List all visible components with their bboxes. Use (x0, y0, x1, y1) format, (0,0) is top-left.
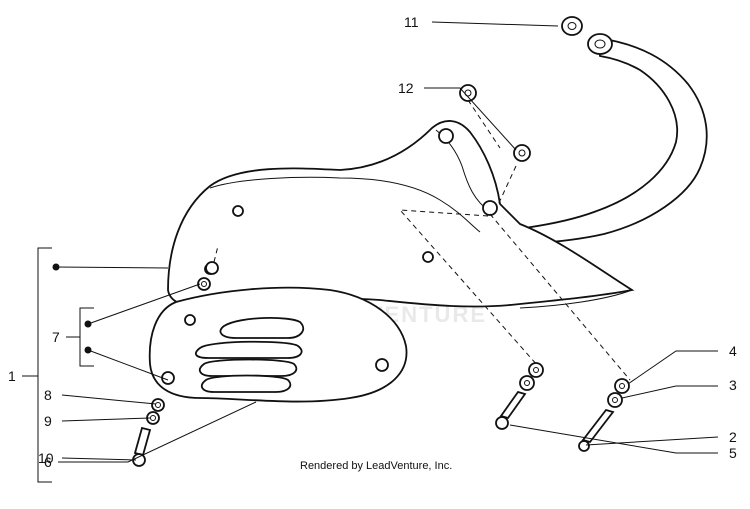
gasket-ring (561, 16, 583, 36)
vent-slot-4 (200, 374, 292, 393)
shield-hole-left (184, 314, 196, 326)
callout-9: 9 (44, 413, 52, 429)
callout-1: 1 (8, 368, 16, 384)
bullet-dot (84, 320, 92, 328)
pipe-flange-ring (587, 33, 613, 55)
nut-12-lower (513, 144, 531, 162)
callout-4: 4 (729, 343, 737, 359)
nut-12-upper (459, 84, 477, 102)
body-stud-left (232, 205, 244, 217)
callout-5: 5 (729, 445, 737, 461)
leader-lines (55, 21, 719, 463)
assembly-lines (213, 99, 631, 381)
callout-6: 6 (44, 454, 52, 470)
nut-7-upper (205, 261, 219, 275)
heat-shield (148, 286, 408, 403)
group-bracket-1 (22, 247, 52, 483)
callout-8: 8 (44, 387, 52, 403)
washer-8 (151, 398, 165, 412)
washer-5-lower (519, 375, 535, 391)
callout-11: 11 (404, 14, 419, 30)
bullet-dot (84, 346, 92, 354)
callout-12: 12 (398, 80, 414, 96)
callout-3: 3 (729, 377, 737, 393)
bracket-hole-upper (438, 128, 454, 144)
bracket-hole-lower (482, 200, 498, 216)
shield-hole-right (375, 358, 389, 372)
vent-slot-3 (198, 358, 298, 377)
vent-slot-1 (219, 317, 305, 339)
footer-credit: Rendered by LeadVenture, Inc. (300, 460, 452, 472)
washer-4 (614, 378, 630, 394)
bullet-dot (52, 263, 60, 271)
callout-10: 10 (38, 450, 54, 466)
washer-3 (607, 392, 623, 408)
callout-2: 2 (729, 429, 737, 445)
vent-slot-2 (194, 340, 303, 359)
body-stud-right (422, 251, 434, 263)
muffler-body (167, 120, 635, 309)
bolt-5 (495, 390, 527, 430)
callout-7: 7 (52, 329, 60, 345)
washer-7-lower (197, 277, 211, 291)
washer-5-upper (528, 362, 544, 378)
bolt-2 (578, 408, 615, 452)
group-bracket-7 (66, 307, 94, 367)
